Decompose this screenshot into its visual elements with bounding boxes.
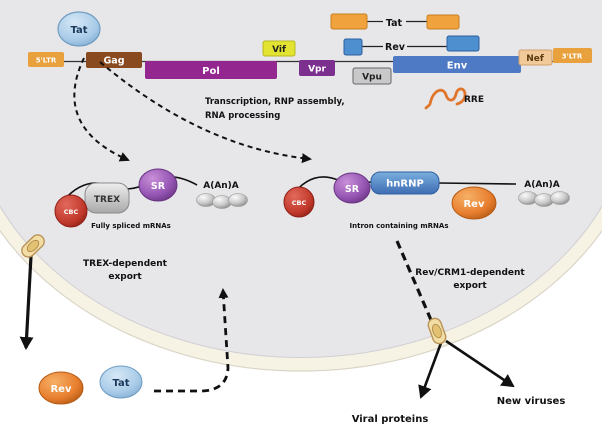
pore-opening <box>432 323 442 339</box>
nucleus-region <box>0 0 602 364</box>
pol-label: Pol <box>202 66 220 77</box>
vpr-box <box>299 60 335 76</box>
vif-box <box>262 40 296 57</box>
polya-binding-proteins-left <box>196 193 248 209</box>
nuclear-pore-left <box>21 234 45 258</box>
rna-processing-arrow <box>99 61 312 164</box>
tat-label-cytoplasm: Tat <box>112 378 129 389</box>
sr-label-right: SR <box>345 184 360 195</box>
process-annotation-line2: RNA processing <box>205 111 280 121</box>
pore-opening <box>26 239 40 253</box>
tat-protein-top-label: Tat <box>70 25 87 36</box>
new-viruses-label: New viruses <box>497 396 566 407</box>
sr-protein-left <box>138 168 178 202</box>
ltr3-label: 3'LTR <box>562 53 583 61</box>
trex-export-label-line2: export <box>108 272 142 282</box>
rev-protein-cytoplasm <box>38 371 84 405</box>
ltr5-box <box>28 52 64 67</box>
vpu-label: Vpu <box>362 73 382 83</box>
nuclear-pore-right <box>427 317 447 345</box>
pabp-ball <box>228 193 248 207</box>
gag-box <box>86 52 142 68</box>
pol-box <box>145 61 277 79</box>
viral-proteins-arrow <box>418 342 443 399</box>
intron-containing-caption: Intron containing mRNAs <box>350 222 449 230</box>
cbc-label-right: CBC <box>292 199 307 207</box>
vpu-box <box>352 67 392 85</box>
tat-exon2-box <box>426 14 460 30</box>
tat-gene-label: Tat <box>386 18 403 29</box>
env-box <box>393 56 521 73</box>
trex-export-arrow <box>19 255 34 350</box>
rev-protein-nucleus <box>451 186 497 220</box>
viral-proteins-label: Viral proteins <box>352 414 429 425</box>
rev-label-cytoplasm: Rev <box>50 384 71 395</box>
cbc-protein-left <box>54 194 88 228</box>
trex-complex <box>84 182 130 214</box>
ltr3-box <box>553 48 592 63</box>
nef-label: Nef <box>526 54 544 64</box>
vif-label: Vif <box>272 45 286 55</box>
polya-label-left: A(An)A <box>203 181 239 191</box>
new-viruses-arrow <box>445 339 515 388</box>
trex-label: TREX <box>94 195 120 205</box>
env-label: Env <box>447 61 468 72</box>
process-annotation-line1: Transcription, RNP assembly, <box>205 97 345 107</box>
rev-export-label-line1: Rev/CRM1-dependent <box>415 268 525 278</box>
rev-label-nucleus: Rev <box>463 199 484 210</box>
ltr5-label: 5'LTR <box>36 57 57 65</box>
cbc-label-left: CBC <box>64 208 79 216</box>
membrane-inner-edge <box>0 205 602 358</box>
hnrnp-label: hnRNP <box>386 179 424 190</box>
pabp-ball <box>550 191 570 205</box>
rev-gene-label: Rev <box>385 42 406 53</box>
tat-protein-cytoplasm <box>99 365 143 399</box>
tat-transcription-arrow <box>73 57 130 162</box>
vpr-label: Vpr <box>308 65 326 75</box>
polya-binding-proteins-right <box>518 191 570 207</box>
polya-label-right: A(An)A <box>524 180 560 190</box>
reimport-arrow <box>154 288 230 393</box>
cbc-protein-right <box>283 186 315 218</box>
intron-mrna-line-tail <box>438 182 517 185</box>
sr-label-left: SR <box>151 181 166 192</box>
rre-structure-icon <box>424 87 467 110</box>
rre-label: RRE <box>464 95 484 105</box>
sr-protein-right <box>333 172 371 204</box>
tat-exon1-box <box>330 13 368 30</box>
rev-crm1-export-arrow <box>395 240 433 321</box>
rev-exon1-box <box>343 38 363 56</box>
nuclear-membrane <box>0 206 602 371</box>
tat-protein-top <box>57 11 101 47</box>
trex-export-label-line1: TREX-dependent <box>83 259 168 269</box>
membrane-outer-edge <box>0 229 602 372</box>
gag-label: Gag <box>103 56 124 67</box>
fully-spliced-caption: Fully spliced mRNAs <box>91 222 171 230</box>
nef-box <box>518 49 553 66</box>
hnrnp-protein <box>370 171 440 195</box>
rev-exon2-box <box>446 35 480 52</box>
rev-export-label-line2: export <box>453 281 487 291</box>
